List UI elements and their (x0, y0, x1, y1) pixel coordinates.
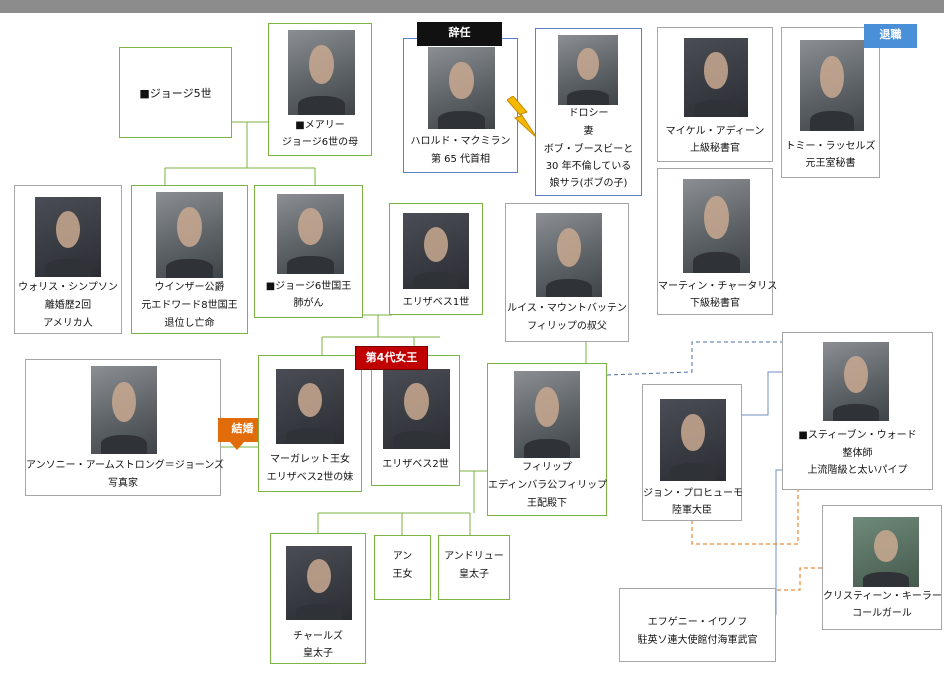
simpson-name: ウォリス・シンプソン (18, 282, 118, 293)
charteris-name: マーティン・チャータリス (658, 281, 778, 292)
windsor-note1: 元エドワード8世国王 (141, 300, 238, 311)
armstrong-name: アンソニー・アームストロング＝ジョーンズ (26, 460, 224, 471)
adeane-name: マイケル・アディーン (665, 126, 765, 137)
mountbatten-note: フィリップの叔父 (527, 321, 607, 332)
keeler-name: クリスティーン・キーラー (823, 591, 942, 602)
andrew-name: アンドリュー (444, 551, 504, 562)
ivanov-title: 駐英ソ連大使館付海軍武官 (637, 635, 758, 646)
card-anne: アン 王女 (374, 535, 431, 600)
ward-name: ■スティーブン・ウォード (798, 430, 917, 441)
elizabeth2-photo (383, 369, 450, 449)
card-lascelles: トミー・ラッセルズ 元王室秘書 (781, 27, 880, 178)
anne-title: 王女 (392, 569, 413, 580)
charteris-photo (683, 179, 750, 273)
card-philip: フィリップ エディンバラ公フィリップ 王配殿下 (487, 363, 607, 516)
card-elizabeth1: エリザベス1世 (389, 203, 483, 315)
dorothy-note1: ボブ・ブースビーと (543, 144, 634, 155)
lascelles-title: 元王室秘書 (805, 158, 856, 169)
elizabeth1-photo (403, 213, 469, 289)
ward-title: 整体師 (842, 448, 873, 459)
macmillan-photo (428, 47, 495, 129)
windsor-name: ウインザー公爵 (154, 282, 225, 293)
philip-note: 王配殿下 (527, 498, 567, 509)
dorothy-name: ドロシー (568, 108, 609, 119)
andrew-title: 皇太子 (459, 569, 489, 580)
elizabeth2-name: エリザベス2世 (382, 459, 449, 470)
george6-note: 肺がん (293, 298, 324, 309)
mountbatten-photo (536, 213, 602, 297)
armstrong-photo (91, 366, 157, 454)
keeler-photo (853, 517, 919, 587)
simpson-note2: アメリカ人 (43, 318, 93, 329)
keeler-title: コールガール (852, 608, 912, 619)
card-elizabeth2: エリザベス2世 (371, 355, 460, 486)
philip-name: フィリップ (522, 462, 572, 473)
married-tag-pointer (230, 442, 244, 450)
card-dorothy: ドロシー 妻 ボブ・ブースビーと 30 年不倫している 娘サラ(ボブの子) (535, 28, 642, 196)
card-windsor: ウインザー公爵 元エドワード8世国王 退位し亡命 (131, 185, 248, 334)
charles-name: チャールズ (293, 631, 343, 642)
card-armstrong: アンソニー・アームストロング＝ジョーンズ 写真家 (25, 359, 224, 496)
card-ward: ■スティーブン・ウォード 整体師 上流階級と太いパイプ (782, 332, 933, 490)
elizabeth1-name: エリザベス1世 (402, 297, 470, 308)
card-profumo: ジョン・プロヒューモ 陸軍大臣 (642, 384, 743, 521)
card-mountbatten: ルイス・マウントバッテン フィリップの叔父 (505, 203, 629, 342)
windsor-note2: 退位し亡命 (164, 318, 215, 329)
card-george6: ■ジョージ6世国王 肺がん (254, 185, 363, 318)
margaret-note: エリザベス2世の妹 (266, 472, 354, 483)
adeane-title: 上級秘書官 (690, 143, 740, 154)
mary-note: ジョージ6世の母 (281, 137, 359, 148)
card-andrew: アンドリュー 皇太子 (438, 535, 510, 600)
macmillan-title: 第 65 代首相 (430, 154, 491, 165)
card-ivanov: エフゲニー・イワノフ 駐英ソ連大使館付海軍武官 (619, 588, 776, 662)
queen4-tag: 第4代女王 (355, 346, 428, 370)
margaret-name: マーガレット王女 (270, 454, 350, 465)
philip-photo (514, 371, 580, 458)
mountbatten-name: ルイス・マウントバッテン (507, 303, 627, 314)
anne-name: アン (392, 551, 413, 562)
dorothy-photo (558, 35, 618, 105)
macmillan-name: ハロルド・マクミラン (410, 136, 511, 147)
simpson-photo (35, 197, 101, 277)
profumo-title: 陸軍大臣 (672, 505, 712, 516)
card-adeane: マイケル・アディーン 上級秘書官 (657, 27, 773, 162)
profumo-name: ジョン・プロヒューモ (643, 488, 743, 499)
lascelles-name: トミー・ラッセルズ (785, 141, 876, 152)
card-keeler: クリスティーン・キーラー コールガール (822, 505, 942, 630)
philip-title: エディンバラ公フィリップ (488, 480, 608, 491)
charteris-title: 下級秘書官 (690, 298, 740, 309)
top-bar (0, 0, 944, 13)
lascelles-photo (800, 40, 864, 131)
margaret-photo (276, 369, 344, 444)
simpson-note1: 離婚歴2回 (44, 300, 92, 311)
card-mary: ■メアリー ジョージ6世の母 (268, 23, 372, 156)
card-macmillan: ハロルド・マクミラン 第 65 代首相 (403, 38, 518, 173)
charles-photo (286, 546, 352, 620)
card-margaret: マーガレット王女 エリザベス2世の妹 (258, 355, 362, 492)
card-charles: チャールズ 皇太子 (270, 533, 366, 664)
card-charteris: マーティン・チャータリス 下級秘書官 (657, 168, 778, 315)
ward-note: 上流階級と太いパイプ (807, 465, 908, 476)
george5-name: ■ジョージ5世 (139, 87, 212, 100)
dorothy-note3: 娘サラ(ボブの子) (549, 178, 628, 189)
retired-tag: 退職 (864, 24, 917, 48)
affair-bolt-icon (507, 96, 538, 139)
resigned-tag: 辞任 (417, 22, 502, 46)
charles-title: 皇太子 (303, 648, 333, 659)
profumo-photo (660, 399, 726, 481)
dorothy-role: 妻 (583, 126, 594, 137)
ward-photo (823, 342, 889, 421)
windsor-photo (156, 192, 223, 278)
george6-photo (277, 194, 344, 274)
adeane-photo (684, 38, 748, 117)
mary-name: ■メアリー (295, 120, 345, 131)
dorothy-note2: 30 年不倫している (545, 161, 632, 172)
mary-photo (288, 30, 355, 115)
armstrong-title: 写真家 (108, 478, 138, 489)
card-george5: ■ジョージ5世 (119, 47, 232, 138)
george6-name: ■ジョージ6世国王 (265, 281, 352, 292)
card-simpson: ウォリス・シンプソン 離婚歴2回 アメリカ人 (14, 185, 122, 334)
ivanov-name: エフゲニー・イワノフ (647, 617, 748, 628)
